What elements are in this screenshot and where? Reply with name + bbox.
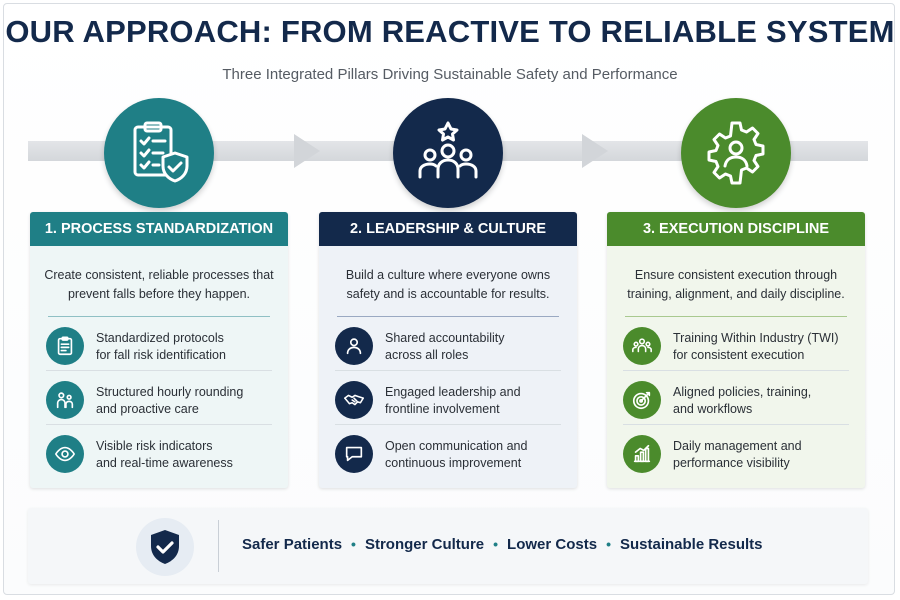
outcomes-footer: Safer Patients • Stronger Culture • Lower Co… [28, 508, 868, 584]
outcome-item: Safer Patients [242, 536, 343, 553]
rounding-people-icon [46, 381, 84, 419]
arrow-right-icon [294, 134, 320, 168]
item-line: Shared accountability [385, 331, 505, 345]
item-line: and workflows [673, 402, 753, 416]
list-item: Training Within Industry (TWI) for consi… [623, 317, 849, 371]
item-line: Open communication and [385, 439, 528, 453]
group-training-icon [623, 327, 661, 365]
pillar-card-process-standardization: 1. PROCESS STANDARDIZATION Create consis… [30, 212, 288, 488]
page-title: OUR APPROACH: FROM REACTIVE TO RELIABLE … [5, 14, 895, 49]
bullet-dot-icon: • [493, 536, 499, 552]
list-item: Aligned policies, training, and workflow… [623, 371, 849, 425]
list-item: Visible risk indicators and real-time aw… [46, 425, 272, 479]
pillar-title: 2. LEADERSHIP & CULTURE [319, 212, 577, 246]
pillar-2-circle [393, 98, 503, 208]
protocol-document-icon [46, 327, 84, 365]
bar-chart-icon [623, 435, 661, 473]
pillar-description: Ensure consistent execution through trai… [627, 268, 845, 301]
item-line: Training Within Industry (TWI) [673, 331, 839, 345]
item-line: and real-time awareness [96, 456, 233, 470]
item-line: Visible risk indicators [96, 439, 213, 453]
gear-person-icon [707, 121, 765, 185]
outcome-item: Stronger Culture [364, 536, 485, 553]
divider [218, 520, 219, 572]
list-item: Open communication and continuous improv… [335, 425, 561, 479]
target-icon [623, 381, 661, 419]
divider [337, 316, 559, 317]
chat-bubble-icon [335, 435, 373, 473]
item-line: performance visibility [673, 456, 790, 470]
divider [625, 316, 847, 317]
pillar-description: Create consistent, reliable processes th… [44, 268, 274, 301]
pillar-card-leadership-culture: 2. LEADERSHIP & CULTURE Build a culture … [319, 212, 577, 488]
list-item: Structured hourly rounding and proactive… [46, 371, 272, 425]
list-item: Daily management and performance visibil… [623, 425, 849, 479]
outcomes-list: Safer Patients • Stronger Culture • Lower Co… [242, 536, 763, 553]
pillar-description: Build a culture where everyone owns safe… [345, 268, 551, 301]
item-line: Daily management and [673, 439, 802, 453]
outcome-item: Lower Costs [507, 536, 598, 553]
arrow-right-icon [582, 134, 608, 168]
eye-icon [46, 435, 84, 473]
item-line: for fall risk identification [96, 348, 226, 362]
page-subtitle: Three Integrated Pillars Driving Sustain… [222, 66, 678, 83]
pillar-card-execution-discipline: 3. EXECUTION DISCIPLINE Ensure consisten… [607, 212, 865, 488]
bullet-dot-icon: • [351, 536, 356, 552]
outcome-item: Sustainable Results [619, 536, 763, 553]
divider [48, 316, 270, 317]
item-line: frontline involvement [385, 402, 500, 416]
pillar-3-circle [681, 98, 791, 208]
pillar-1-circle [104, 98, 214, 208]
list-item: Standardized protocols for fall risk ide… [46, 317, 272, 371]
list-item: Engaged leadership and frontline involve… [335, 371, 561, 425]
pillar-title: 3. EXECUTION DISCIPLINE [607, 212, 865, 246]
list-item: Shared accountability across all roles [335, 317, 561, 371]
clipboard-shield-icon [133, 121, 189, 183]
pillar-title: 1. PROCESS STANDARDIZATION [30, 212, 288, 246]
item-line: Aligned policies, training, [673, 385, 812, 399]
shield-check-icon [151, 530, 179, 564]
person-icon [335, 327, 373, 365]
bullet-dot-icon: • [606, 536, 611, 552]
item-line: for consistent execution [673, 348, 805, 362]
item-line: and proactive care [96, 402, 199, 416]
shield-badge [136, 518, 194, 576]
item-line: Standardized protocols [96, 331, 224, 345]
item-line: Structured hourly rounding [96, 385, 244, 399]
item-line: Engaged leadership and [385, 385, 521, 399]
item-line: across all roles [385, 348, 469, 362]
item-line: continuous improvement [385, 456, 522, 470]
handshake-icon [335, 381, 373, 419]
team-star-icon [418, 121, 478, 179]
